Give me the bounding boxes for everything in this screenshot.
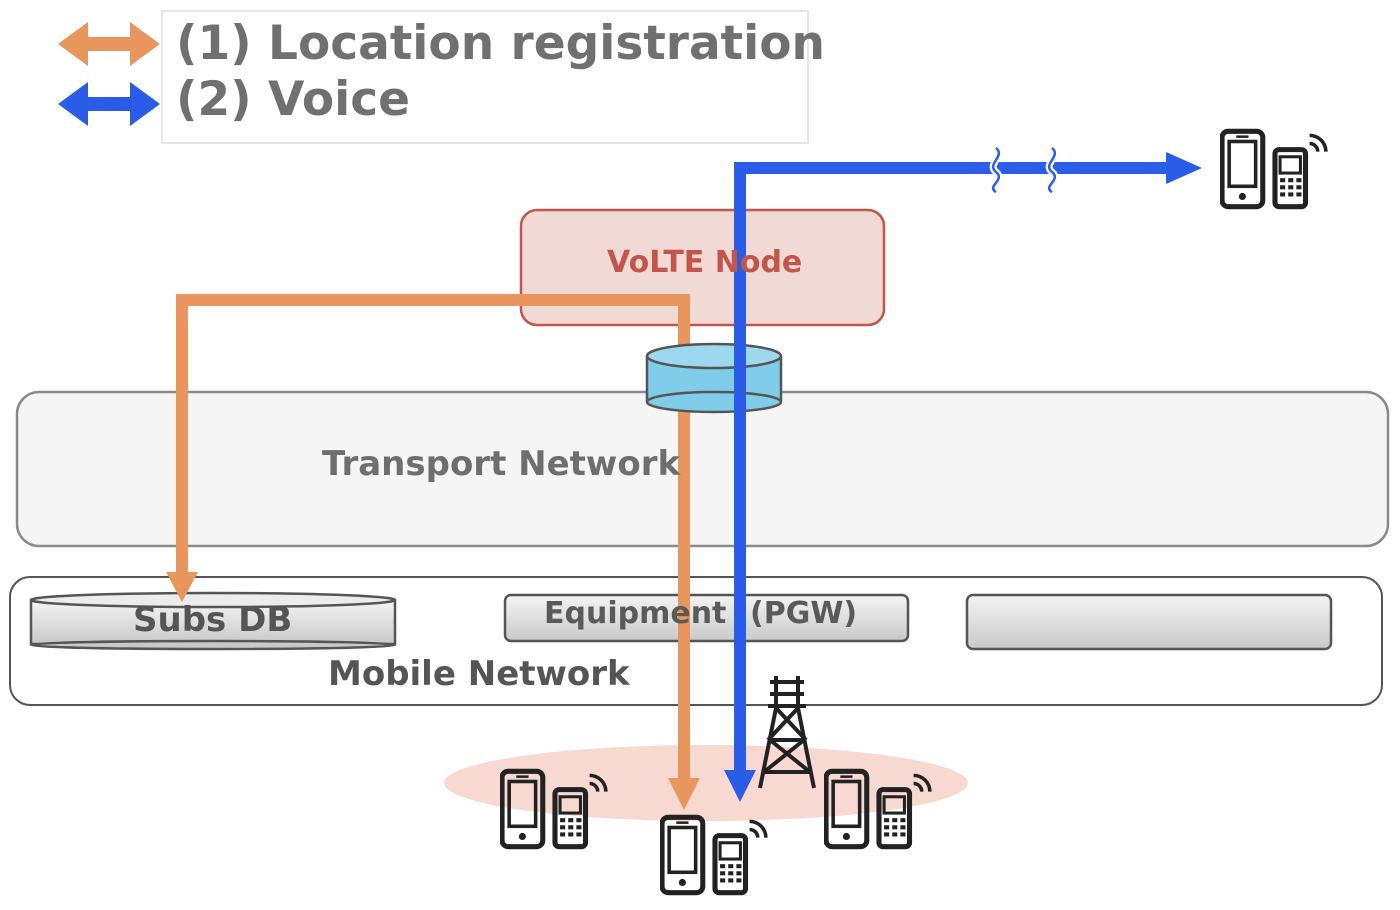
phone-pair-icon — [1222, 131, 1326, 206]
legend-orange-arrow-icon — [58, 22, 160, 66]
legend-box — [161, 10, 809, 144]
location-registration-path — [176, 294, 690, 790]
tower-icon — [758, 676, 816, 789]
pgw-label: (PGW) — [750, 596, 858, 631]
coverage-area — [444, 745, 968, 821]
equipment-box-unlabeled — [965, 593, 1333, 651]
orange-arrowhead-icon — [668, 778, 700, 810]
blue-arrowhead-icon — [724, 770, 756, 802]
transport-network-label: Transport Network — [322, 444, 681, 484]
router-cylinder-icon — [645, 342, 783, 414]
legend-label-voice: (2) Voice — [176, 72, 410, 127]
orange-arrowhead-icon — [166, 572, 198, 602]
phone-pair-icon — [662, 817, 766, 892]
wavy-break-icon — [989, 145, 1059, 195]
equipment-box — [503, 593, 910, 643]
voice-path — [734, 162, 1172, 775]
legend-blue-arrow-icon — [58, 82, 160, 126]
mobile-network-label: Mobile Network — [328, 654, 630, 694]
legend-label-location-registration: (1) Location registration — [176, 16, 826, 71]
blue-arrowhead-icon — [1166, 152, 1202, 184]
equipment-label: Equipment — [544, 596, 727, 631]
subs-db-cylinder — [29, 591, 397, 651]
subs-db-label: Subs DB — [133, 600, 293, 640]
transport-network-box — [15, 390, 1390, 548]
volte-node-label: VoLTE Node — [607, 245, 803, 280]
